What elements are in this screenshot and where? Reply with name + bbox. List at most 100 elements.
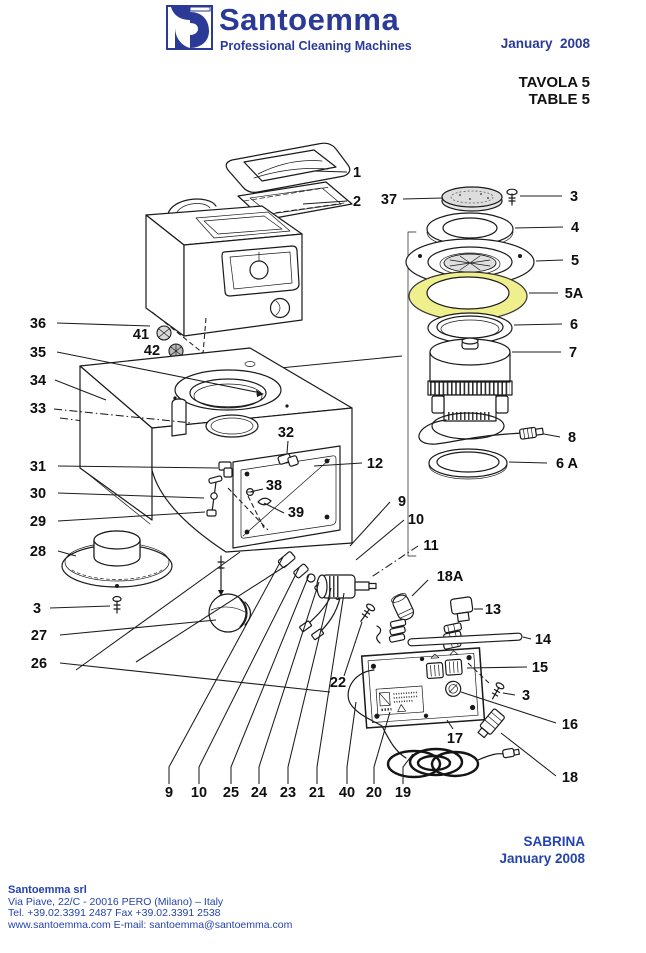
callout-20: 20 — [366, 785, 382, 801]
header-date: January 2008 — [500, 36, 590, 51]
callout-24: 24 — [251, 785, 267, 801]
callout-leader-22 — [343, 621, 363, 677]
callout-9: 9 — [165, 785, 173, 801]
power-cable-drawing — [347, 662, 520, 779]
callout-leader-14 — [522, 636, 532, 640]
callout-16: 16 — [562, 717, 578, 733]
callout-leader-16 — [460, 691, 557, 724]
callout-leader-21 — [316, 592, 345, 784]
callout-leader-38 — [249, 488, 264, 493]
callout-leader-17 — [446, 719, 454, 730]
callout-leader-24 — [258, 581, 320, 784]
callout-leader-26 — [59, 662, 331, 693]
callout-leader-12 — [313, 462, 363, 467]
callout-leader-4 — [514, 226, 564, 229]
foam-filter-37 — [441, 186, 503, 212]
callout-25: 25 — [223, 785, 239, 801]
callout-22: 22 — [330, 675, 346, 691]
company-block: Santoemma srl Via Piave, 22/C - 20016 PE… — [8, 884, 293, 931]
model-name: SABRINA — [523, 834, 585, 849]
callout-6A: 6 A — [556, 456, 579, 472]
santoemma-logo-icon — [166, 5, 213, 50]
callout-leader-30 — [57, 492, 205, 499]
company-address: Via Piave, 22/C - 20016 PERO (Milano) – … — [8, 895, 224, 908]
callout-32: 32 — [278, 425, 294, 441]
callout-27: 27 — [31, 628, 47, 644]
screw-3-top — [506, 188, 518, 206]
callout-leader-35 — [56, 351, 257, 393]
callout-leader-40 — [346, 701, 357, 784]
callout-38: 38 — [266, 478, 282, 494]
table-title-en: TABLE 5 — [528, 91, 590, 108]
callout-leader-28 — [57, 550, 77, 557]
callout-39: 39 — [288, 505, 304, 521]
screw-22-target — [360, 603, 376, 622]
callout-leader-33 — [53, 408, 193, 424]
callout-leader-29 — [57, 511, 206, 522]
callout-10: 10 — [191, 785, 207, 801]
cable-connector-8 — [519, 426, 544, 440]
footer-date: January 2008 — [499, 851, 585, 866]
upper-body-drawing — [145, 198, 403, 371]
callout-leader-6A — [508, 461, 548, 464]
callout-leader-10 — [198, 567, 300, 784]
callout-18A: 18A — [437, 569, 464, 585]
base-plate-drawing — [61, 530, 173, 614]
gasket-5a-highlighted — [408, 271, 528, 321]
callout-34: 34 — [30, 373, 46, 389]
callout-7: 7 — [569, 345, 577, 361]
vacuum-motor-7 — [418, 337, 523, 445]
callout-3: 3 — [33, 601, 41, 617]
callout-28: 28 — [30, 544, 46, 560]
callout-leader-9 — [168, 556, 284, 784]
callout-leader-19 — [402, 753, 414, 784]
callout-leader-6 — [513, 323, 563, 326]
callout-leader-36 — [56, 322, 151, 327]
callout-leader-15 — [466, 666, 528, 669]
company-phone: Tel. +39.02.3391 2487 Fax +39.02.3391 25… — [8, 907, 221, 919]
callout-leader-18 — [500, 732, 557, 777]
callout-6: 6 — [570, 317, 578, 333]
connector-18-target — [477, 708, 505, 739]
callout-leader-37 — [402, 197, 444, 200]
gasket-6 — [427, 312, 513, 344]
callout-leader-25 — [230, 574, 310, 784]
callout-31: 31 — [30, 459, 46, 475]
callout-leader-23 — [287, 587, 332, 784]
callout-11: 11 — [423, 538, 438, 554]
rocker-switches-15 — [425, 650, 463, 680]
callout-41: 41 — [133, 327, 149, 343]
callout-12: 12 — [367, 456, 383, 472]
callout-leader-31 — [57, 465, 219, 469]
screw-under-plate — [112, 595, 122, 614]
callout-21: 21 — [309, 785, 325, 801]
callout-10: 10 — [408, 512, 424, 528]
rating-label — [375, 685, 425, 716]
callout-leader-3 — [49, 605, 111, 609]
switch-13 — [449, 596, 474, 623]
callout-26: 26 — [31, 656, 47, 672]
motor-assembly-drawing — [405, 186, 544, 557]
callout-42: 42 — [144, 343, 160, 359]
company-web: www.santoemma.com E-mail: santoemma@sant… — [8, 918, 293, 931]
model-block: SABRINA January 2008 — [499, 833, 585, 867]
callout-5A: 5A — [565, 286, 584, 302]
callout-4: 4 — [571, 220, 579, 236]
callout-37: 37 — [381, 192, 397, 208]
callout-leader-27 — [59, 619, 217, 636]
float-drawing — [208, 555, 252, 633]
callout-leader-11 — [369, 545, 419, 579]
callout-33: 33 — [30, 401, 46, 417]
brand-title: Santoemma — [219, 2, 400, 37]
table-title-it: TAVOLA 5 — [518, 74, 590, 91]
callout-1: 1 — [353, 165, 361, 181]
tank-drawing — [79, 347, 353, 553]
company-name: Santoemma srl — [8, 884, 87, 896]
callout-14: 14 — [535, 632, 551, 648]
callout-36: 36 — [30, 316, 46, 332]
panel-screw-3 — [491, 682, 505, 700]
callout-leader-18A — [411, 579, 429, 597]
